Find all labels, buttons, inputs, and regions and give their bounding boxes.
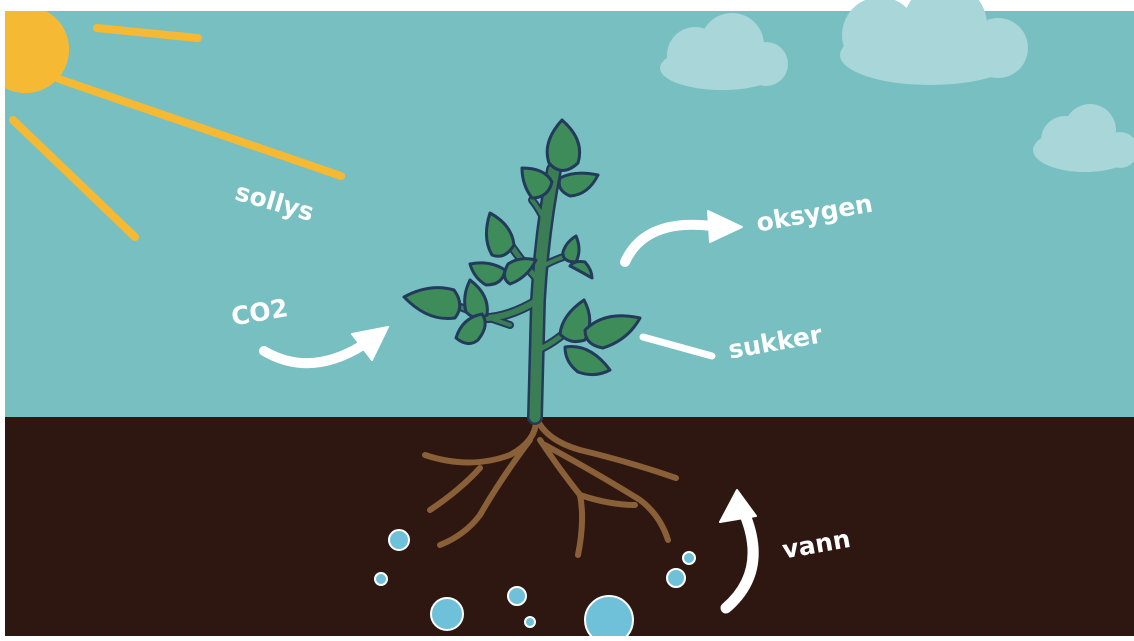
water-drop <box>667 569 685 587</box>
water-drop <box>431 598 463 630</box>
soil <box>5 417 1134 636</box>
water-drop <box>375 573 387 585</box>
water-drop <box>525 617 535 627</box>
water-drop <box>683 552 695 564</box>
water-drop <box>585 596 633 636</box>
water-drop <box>508 587 526 605</box>
water-drop <box>389 530 409 550</box>
